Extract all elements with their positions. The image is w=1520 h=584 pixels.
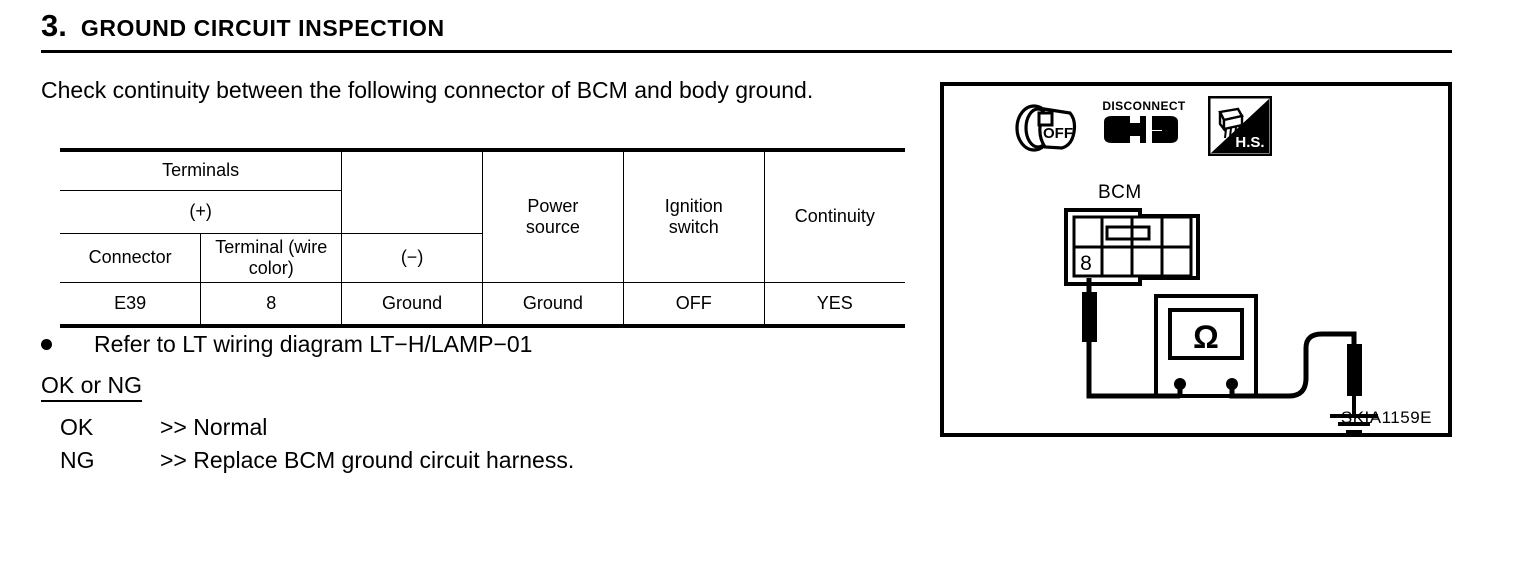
bullet-icon — [41, 339, 52, 350]
ignition-off-label: OFF — [1043, 125, 1073, 142]
figure-icon-row: OFF DISCONNECT — [1012, 95, 1273, 161]
ground-circuit-diagram: 8 Ω — [1064, 208, 1378, 434]
header-power-source-line1: Power — [527, 195, 579, 216]
ohm-symbol: Ω — [1193, 319, 1219, 355]
result-row-ok: OK >> Normal — [60, 411, 574, 444]
refer-note-text: Refer to LT wiring diagram LT−H/LAMP−01 — [94, 331, 533, 357]
harness-side-label: H.S. — [1235, 134, 1264, 151]
header-ignition-switch: Ignition switch — [622, 148, 765, 283]
cell-power-source: Ground — [481, 281, 624, 328]
harness-side-icon: H.S. — [1207, 95, 1273, 161]
header-minus: (−) — [341, 232, 483, 283]
result-action-ng: Replace BCM ground circuit harness. — [193, 447, 575, 473]
bcm-connector-cavities — [1072, 215, 1193, 278]
header-ignition-switch-line2: switch — [668, 216, 719, 237]
cell-terminal: 8 — [200, 281, 343, 328]
page-heading: 3. GROUND CIRCUIT INSPECTION — [41, 8, 445, 44]
connector-slot-marker — [1105, 225, 1151, 241]
header-ignition-switch-line1: Ignition — [664, 195, 723, 216]
header-plus: (+) — [60, 189, 343, 234]
result-arrow-ok: >> — [160, 414, 187, 440]
result-key-ng: NG — [60, 447, 95, 473]
table-row: E39 8 Ground Ground OFF YES — [60, 281, 905, 328]
left-probe-body — [1082, 292, 1097, 342]
cell-continuity: YES — [763, 281, 905, 328]
disconnect-label: DISCONNECT — [1102, 99, 1186, 113]
cell-ignition-switch: OFF — [622, 281, 765, 328]
heading-divider — [41, 50, 1452, 53]
instruction-text: Check continuity between the following c… — [41, 77, 814, 103]
result-text-ng: >> Replace BCM ground circuit harness. — [160, 444, 574, 477]
result-key-ok: OK — [60, 414, 94, 440]
judgement-heading: OK or NG — [41, 372, 142, 402]
right-probe-body — [1347, 344, 1362, 396]
header-terminals: Terminals — [60, 148, 343, 191]
specification-table: Terminals Power source Ignition switch C… — [60, 148, 905, 328]
header-connector: Connector — [60, 232, 202, 283]
table-header-row-3: Connector Terminal (wire color) (−) — [60, 232, 905, 283]
cell-connector: E39 — [60, 281, 202, 328]
disconnect-icon: DISCONNECT — [1100, 98, 1188, 161]
page-title: GROUND CIRCUIT INSPECTION — [80, 15, 445, 41]
ignition-off-icon: OFF — [1012, 100, 1080, 161]
table-header-row-1: Terminals Power source Ignition switch C… — [60, 148, 905, 283]
cell-minus: Ground — [341, 281, 483, 328]
header-spacer-minus — [341, 148, 483, 233]
result-row-ng: NG >> Replace BCM ground circuit harness… — [60, 444, 574, 477]
ohmmeter-display — [1168, 308, 1244, 360]
header-terminal: Terminal (wire color) — [200, 232, 343, 283]
table-header-row-2: (+) — [60, 189, 905, 234]
result-action-ok: Normal — [193, 414, 268, 440]
judgement-results: OK >> Normal NG >> Replace BCM ground ci… — [60, 411, 574, 477]
body-ground-symbol — [1330, 414, 1378, 434]
header-power-source-line2: source — [525, 216, 580, 237]
refer-note: Refer to LT wiring diagram LT−H/LAMP−01 — [41, 331, 532, 358]
figure-code: SKIA1159E — [1340, 408, 1432, 427]
right-probe-lead — [1229, 331, 1344, 399]
figure-panel: OFF DISCONNECT — [940, 82, 1452, 437]
pin-number-label: 8 — [1080, 252, 1092, 275]
result-arrow-ng: >> — [160, 447, 187, 473]
step-number: 3. — [41, 8, 67, 43]
bcm-label: BCM — [1098, 182, 1142, 203]
header-continuity: Continuity — [763, 148, 905, 283]
header-power-source: Power source — [481, 148, 624, 283]
result-text-ok: >> Normal — [160, 411, 267, 444]
